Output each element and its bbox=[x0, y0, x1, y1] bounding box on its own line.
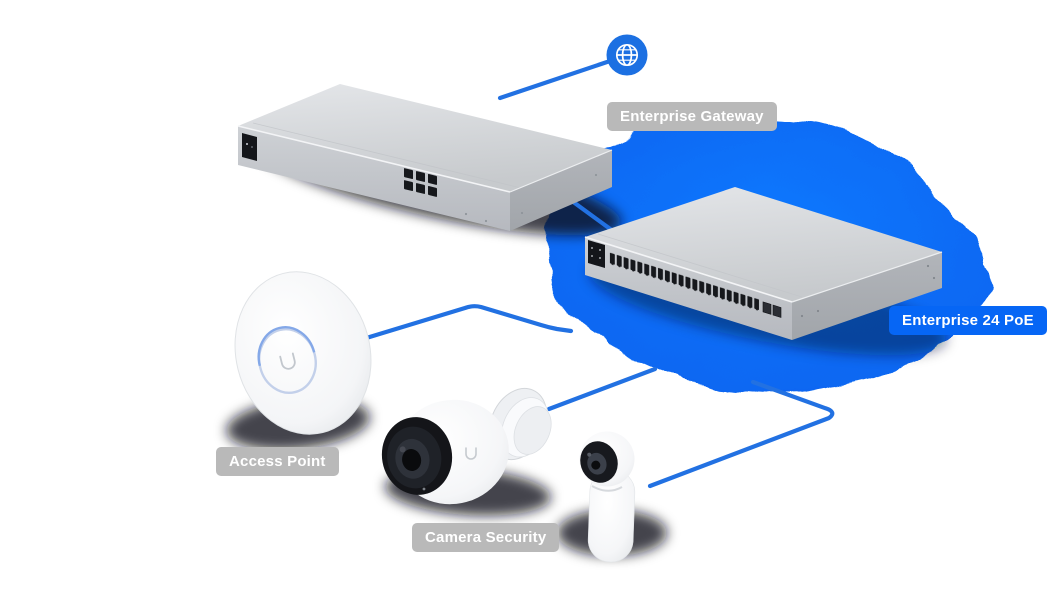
label-camera-security: Camera Security bbox=[412, 523, 560, 552]
bullet-camera-lens bbox=[381, 417, 453, 495]
bullet-camera-device bbox=[381, 387, 552, 505]
connection-access-point-switch bbox=[360, 304, 574, 342]
switch-device bbox=[584, 187, 943, 340]
label-access-point: Access Point bbox=[216, 447, 339, 476]
connection-switch-bullet-camera bbox=[546, 366, 658, 412]
access-point-led-ring bbox=[258, 328, 317, 394]
label-enterprise-gateway: Enterprise Gateway bbox=[607, 102, 777, 131]
connection-gateway-internet bbox=[497, 56, 619, 101]
connection-switch-turret-camera bbox=[647, 379, 835, 489]
gateway-display bbox=[242, 133, 257, 161]
access-point-device bbox=[234, 271, 372, 435]
turret-camera-device bbox=[579, 431, 636, 563]
switch-ports bbox=[609, 251, 782, 318]
switch-display bbox=[588, 240, 605, 268]
gateway-ports bbox=[404, 168, 437, 197]
access-point-u-logo bbox=[279, 352, 296, 370]
bullet-camera-u-logo bbox=[465, 447, 477, 460]
turret-camera-lens bbox=[580, 441, 618, 483]
globe-icon bbox=[606, 34, 648, 76]
label-enterprise-24-poe: Enterprise 24 PoE bbox=[889, 306, 1047, 335]
switch-sfp-ports bbox=[762, 301, 772, 315]
gateway-device bbox=[237, 84, 613, 231]
